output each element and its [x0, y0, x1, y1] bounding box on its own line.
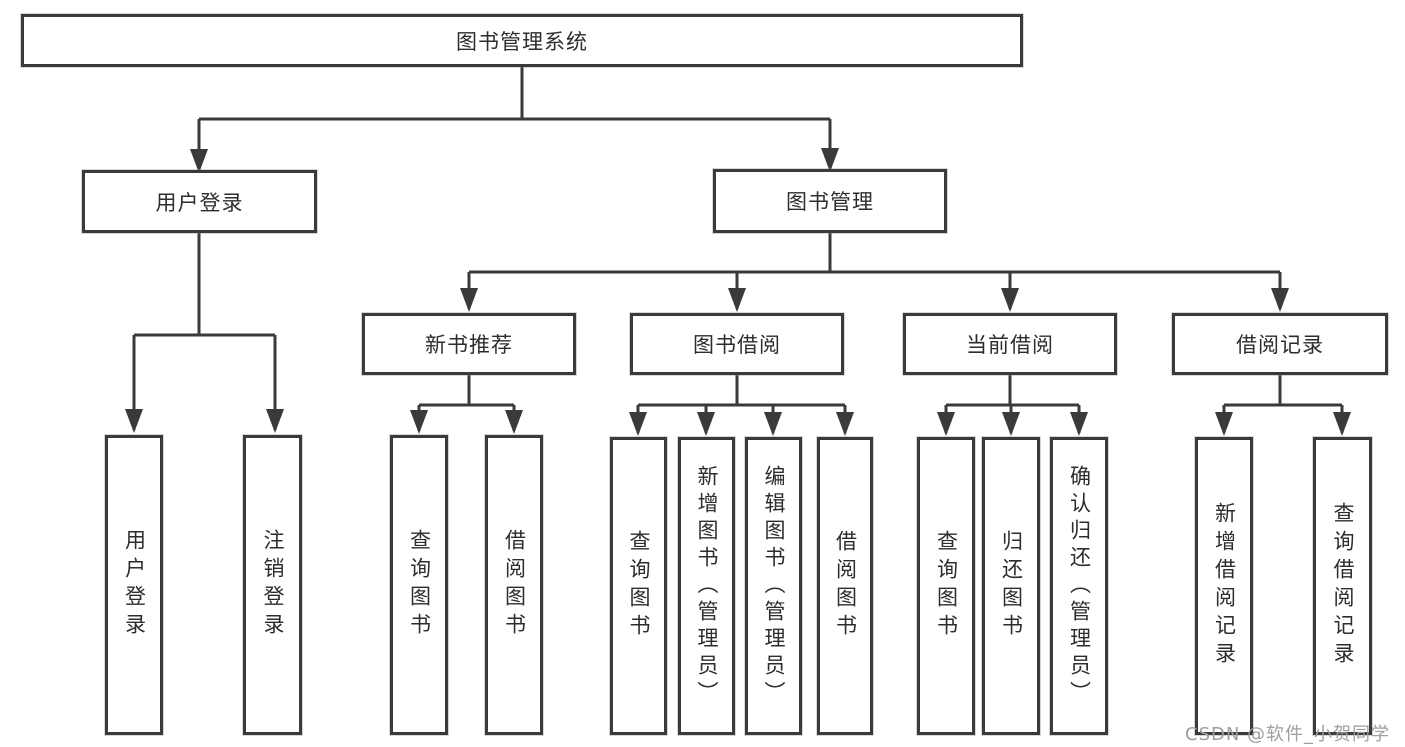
leaf-label: 用户登录	[122, 529, 147, 641]
leaf-label: 确认归还（管理员）	[1067, 464, 1092, 708]
leaf-add-borrow-record: 新增借阅记录	[1195, 437, 1253, 735]
leaf-query-books: 查询图书	[610, 437, 667, 735]
leaf-label: 新增借阅记录	[1212, 502, 1237, 670]
leaf-label: 借阅图书	[833, 530, 858, 642]
leaf-add-books-admin: 新增图书（管理员）	[678, 437, 735, 735]
leaf-label: 借阅图书	[502, 529, 527, 641]
leaf-borrow-books: 借阅图书	[485, 435, 543, 735]
watermark: CSDN @软件_小贺同学	[1185, 724, 1391, 745]
leaf-query-books: 查询图书	[390, 435, 448, 735]
leaf-edit-books-admin: 编辑图书（管理员）	[745, 437, 802, 735]
leaf-confirm-return-admin: 确认归还（管理员）	[1050, 437, 1108, 735]
node-new-book-recommend: 新书推荐	[362, 313, 576, 375]
leaf-user-login: 用户登录	[105, 435, 163, 735]
leaf-logout: 注销登录	[243, 435, 302, 735]
leaf-label: 查询图书	[934, 530, 959, 642]
leaf-label: 编辑图书（管理员）	[762, 464, 786, 708]
leaf-label: 查询图书	[407, 529, 432, 641]
node-user-login: 用户登录	[82, 170, 317, 233]
leaf-label: 注销登录	[261, 529, 285, 641]
node-book-management: 图书管理	[713, 169, 947, 233]
node-current-borrowing: 当前借阅	[903, 313, 1117, 375]
leaf-label: 归还图书	[999, 530, 1024, 642]
leaf-label: 查询图书	[627, 530, 651, 642]
node-library-system: 图书管理系统	[21, 14, 1023, 67]
leaf-label: 查询借阅记录	[1331, 502, 1355, 670]
leaf-borrow-books: 借阅图书	[817, 437, 873, 735]
leaf-query-borrow-record: 查询借阅记录	[1313, 437, 1372, 735]
leaf-label: 新增图书（管理员）	[695, 464, 719, 708]
node-borrowing-records: 借阅记录	[1172, 313, 1388, 375]
leaf-return-books: 归还图书	[982, 437, 1040, 735]
leaf-query-books: 查询图书	[917, 437, 975, 735]
node-book-borrowing: 图书借阅	[630, 313, 844, 375]
